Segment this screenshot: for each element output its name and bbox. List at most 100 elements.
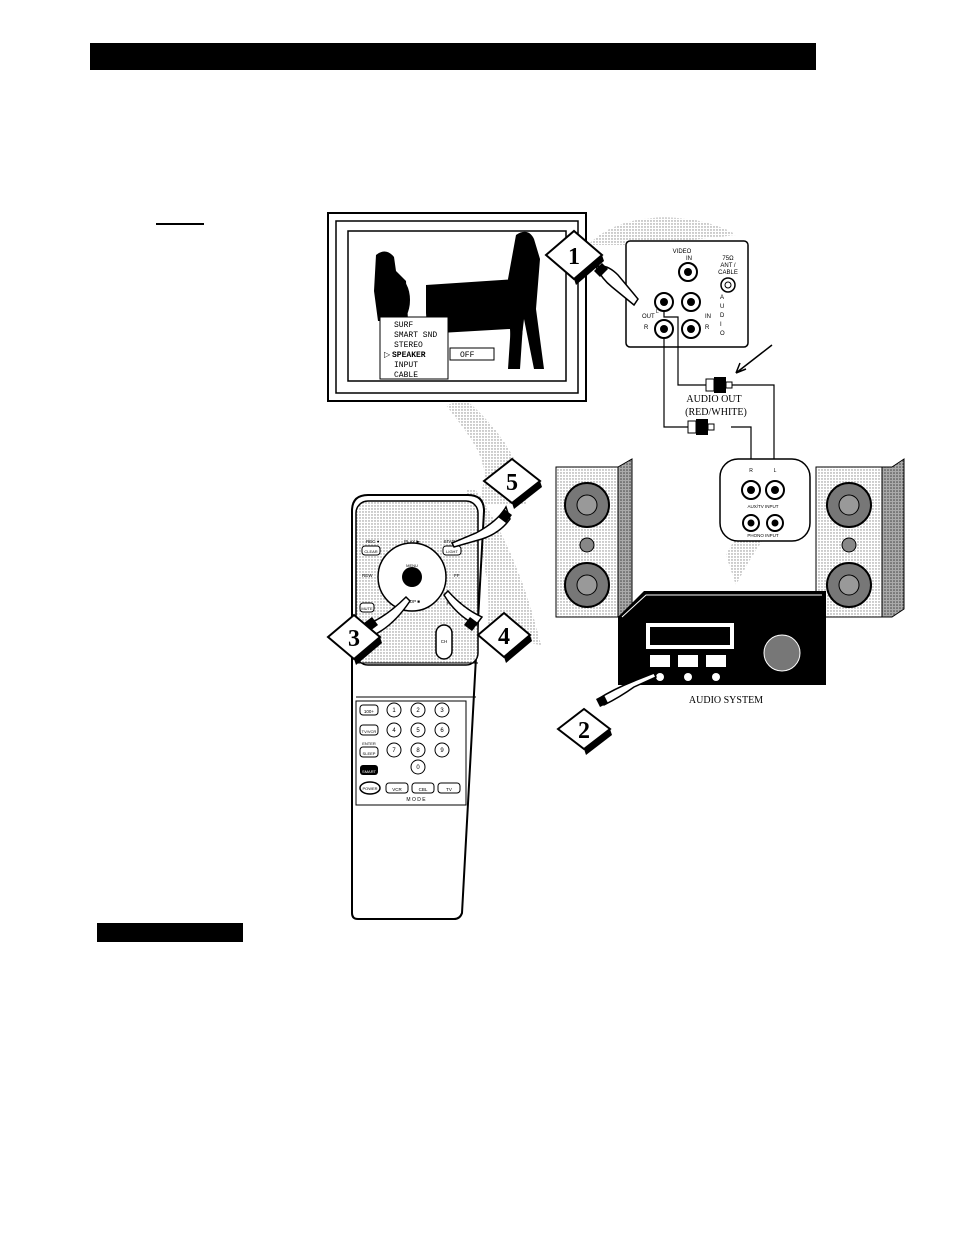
audio-letter: O [720, 331, 725, 337]
digit-9: 9 [440, 748, 444, 754]
mode-label: M O D E [406, 797, 426, 803]
bass-body [386, 278, 410, 322]
digit-3: 3 [440, 708, 444, 714]
sleep-button [359, 746, 379, 758]
pointer-arrow [735, 344, 773, 374]
tvvcr-label: TV/VCR [362, 729, 377, 734]
stop-label: STOP ■ [404, 599, 420, 604]
rca-plug-lower [687, 419, 715, 435]
tv-jack-panel: VIDEO IN 75Ω ANT / CABLE OUT L R IN R A … [625, 240, 749, 348]
step-badge-5: 5 [482, 457, 542, 509]
clear-button [361, 545, 381, 556]
power-label: POWER [362, 786, 377, 791]
hand-step-3 [364, 595, 411, 636]
gray-sweep-audio [726, 531, 766, 585]
step-badge-4: 4 [476, 611, 532, 663]
red-white-label: (RED/WHITE) [685, 407, 747, 418]
menu-item-cable: CABLE [394, 371, 418, 380]
hundred-label: 100+ [364, 709, 375, 714]
mute-label: MUTE [361, 606, 373, 611]
step-badge-1: 1 [544, 229, 604, 285]
menu-item-smart-snd: SMART SND [394, 331, 437, 340]
rew-label: REW [362, 573, 373, 578]
menu-label: MENU [406, 563, 418, 568]
label-r-in: R [705, 325, 710, 331]
step-number-5: 5 [506, 470, 518, 496]
phono-input-label: PHONO INPUT [747, 533, 779, 538]
hundred-button [359, 704, 379, 716]
remote-control: REC ● CLEAR PLAY ▶ STATUS LIGHT REW FF M… [351, 494, 486, 920]
smart-label: SMART [362, 769, 376, 774]
power-button [359, 781, 381, 795]
digit-1: 1 [392, 708, 396, 714]
label-l-back: L [774, 468, 777, 474]
light-label: LIGHT [446, 549, 458, 554]
label-l: L [656, 309, 659, 315]
step-number-2: 2 [578, 718, 590, 744]
vcr-mode-button [385, 782, 409, 794]
step-number-3: 3 [348, 626, 360, 652]
label-r-back: R [749, 468, 753, 474]
tvvcr-button [359, 724, 379, 736]
digit-6: 6 [440, 728, 444, 734]
smart-button [360, 765, 378, 775]
short-rule [156, 223, 204, 225]
rec-label: REC ● [366, 539, 380, 544]
label-ant: ANT / [720, 263, 736, 269]
digit-7: 7 [392, 748, 396, 754]
play-label: PLAY ▶ [404, 539, 420, 544]
mute-button [359, 602, 375, 613]
left-speaker [555, 458, 633, 618]
hand-step-5 [450, 505, 512, 548]
television: SURF SMART SND STEREO ▷ SPEAKER INPUT CA… [327, 212, 587, 402]
hand-step-2 [596, 672, 658, 707]
label-in-audio: IN [705, 314, 711, 320]
step-badge-2: 2 [556, 707, 612, 755]
receiver-back-panel: R L AUX/TV INPUT PHONO INPUT [719, 458, 811, 542]
label-out: OUT [642, 314, 655, 320]
step-number-1: 1 [568, 244, 580, 270]
header-bar [90, 43, 816, 70]
menu-item-stereo: STEREO [394, 341, 423, 350]
rca-plug-upper [705, 377, 733, 393]
step-number-4: 4 [498, 624, 510, 650]
aux-tv-input-label: AUX/TV INPUT [747, 504, 778, 509]
audio-letter: D [720, 313, 725, 319]
status-label: STATUS [443, 539, 460, 544]
tv-label: TV [446, 787, 452, 792]
audio-system [618, 591, 826, 685]
tv-menu-box [379, 316, 449, 380]
clear-label: CLEAR [364, 549, 377, 554]
light-button [442, 545, 462, 556]
hand-step-4 [443, 589, 484, 631]
cbl-label: CBL [419, 787, 428, 792]
audio-out-label: AUDIO OUT [686, 394, 741, 405]
gray-sweep-tv [588, 217, 736, 245]
label-75-ohm: 75Ω [722, 256, 734, 262]
ff-label: FF [454, 573, 460, 578]
connection-illustration: SURF SMART SND STEREO ▷ SPEAKER INPUT CA… [326, 212, 905, 920]
menu-pointer: ▷ [384, 350, 391, 359]
ch-label: CH [441, 639, 448, 644]
label-r: R [644, 325, 649, 331]
sax-player-silhouette [508, 231, 544, 369]
menu-value-box [449, 347, 495, 361]
audio-letter: U [720, 304, 724, 310]
digit-keys: 1 2 3 4 5 6 7 8 9 0 [386, 702, 450, 775]
digit-0: 0 [416, 765, 420, 771]
menu-item-speaker: SPEAKER [392, 351, 426, 360]
menu-value: OFF [460, 351, 475, 360]
step-badge-3: 3 [326, 613, 382, 665]
label-in: IN [686, 256, 692, 262]
audio-system-label: AUDIO SYSTEM [689, 695, 763, 706]
digit-5: 5 [416, 728, 420, 734]
audio-letter: I [720, 322, 722, 328]
menu-item-surf: SURF [394, 321, 413, 330]
piano-silhouette [426, 279, 524, 373]
cbl-mode-button [411, 782, 435, 794]
audio-letter: A [720, 295, 724, 301]
label-video: VIDEO [673, 249, 692, 255]
digit-2: 2 [416, 708, 420, 714]
vcr-label: VCR [392, 787, 402, 792]
label-cable: CABLE [718, 270, 738, 276]
